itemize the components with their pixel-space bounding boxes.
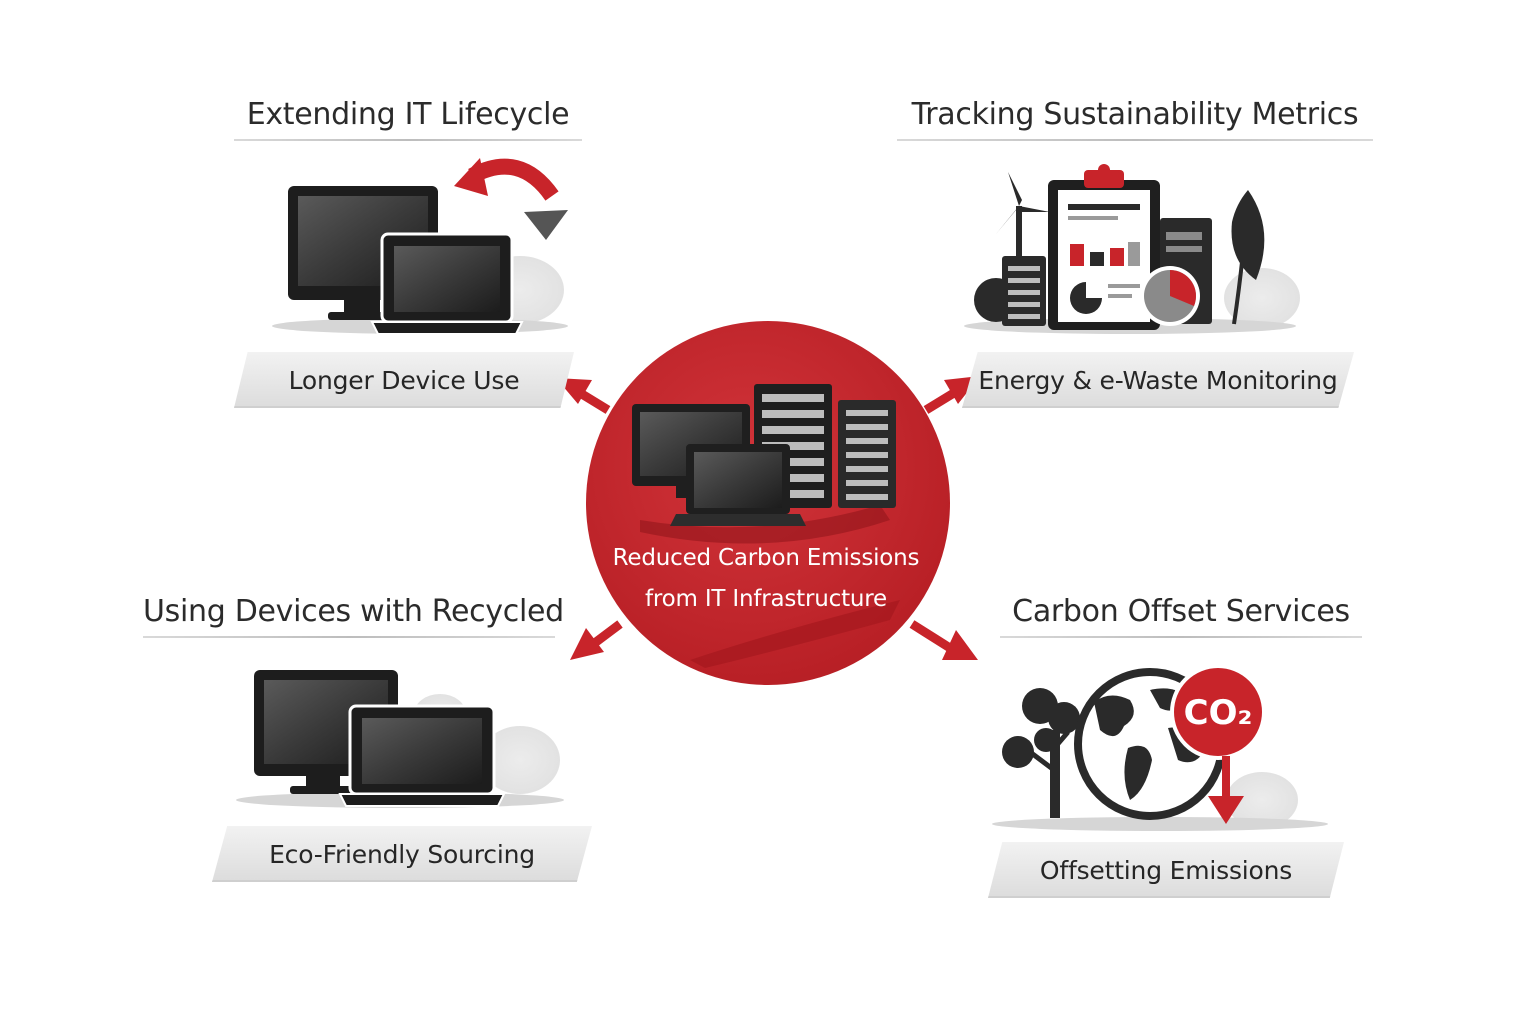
- center-label: Reduced Carbon Emissions from IT Infrast…: [596, 538, 936, 620]
- node-title-bottom-right: Carbon Offset Services: [1000, 592, 1362, 638]
- co2-badge-text: CO₂: [1183, 693, 1253, 733]
- laptop-icon: [370, 232, 524, 335]
- down-arrow-icon: [1208, 756, 1244, 824]
- laptop-icon: [338, 704, 506, 807]
- clipboard-chart-icon: [1048, 164, 1160, 330]
- server-icon: [974, 256, 1046, 326]
- cloud-shape: [480, 726, 560, 794]
- node-title-top-right: Tracking Sustainability Metrics: [897, 95, 1373, 141]
- leaf-icon: [1231, 190, 1265, 325]
- pie-chart-icon: [1140, 266, 1200, 326]
- cloud-shape: [1226, 772, 1298, 828]
- node-ribbon-bottom-left: Eco-Friendly Sourcing: [212, 826, 592, 882]
- node-ribbon-bottom-right: Offsetting Emissions: [988, 842, 1344, 898]
- node-ribbon-top-left: Longer Device Use: [234, 352, 574, 408]
- center-label-line-2: from IT Infrastructure: [645, 586, 887, 612]
- node-title-top-left: Extending IT Lifecycle: [234, 95, 582, 141]
- ground-shadow: [992, 817, 1328, 831]
- arrow-bottom-left: [570, 620, 623, 660]
- node-label-bottom-right: Offsetting Emissions: [1039, 855, 1293, 885]
- connector-arrows: [556, 376, 980, 660]
- sourcing-illustration: [236, 670, 564, 808]
- center-swoosh: [690, 600, 900, 668]
- center-shadow: [640, 505, 890, 544]
- co2-badge-icon: [1170, 664, 1266, 760]
- node-title-bottom-left: Using Devices with Recycled: [143, 592, 564, 638]
- center-label-line-1: Reduced Carbon Emissions: [612, 545, 920, 571]
- cloud-shape: [1224, 268, 1300, 328]
- node-label-top-right: Energy & e-Waste Monitoring: [978, 365, 1338, 395]
- refresh-arrow-icon: [454, 158, 568, 240]
- node-label-top-left: Longer Device Use: [288, 365, 520, 395]
- tree-icon: [1002, 688, 1080, 818]
- arrow-bottom-right: [909, 620, 978, 660]
- lifecycle-illustration: [272, 158, 568, 335]
- metrics-illustration: [964, 164, 1300, 334]
- center-laptop-icon: [670, 444, 806, 526]
- offset-illustration: [992, 664, 1328, 831]
- node-ribbon-top-right: Energy & e-Waste Monitoring: [962, 352, 1354, 408]
- center-hub: [586, 321, 950, 685]
- node-label-bottom-left: Eco-Friendly Sourcing: [269, 839, 535, 869]
